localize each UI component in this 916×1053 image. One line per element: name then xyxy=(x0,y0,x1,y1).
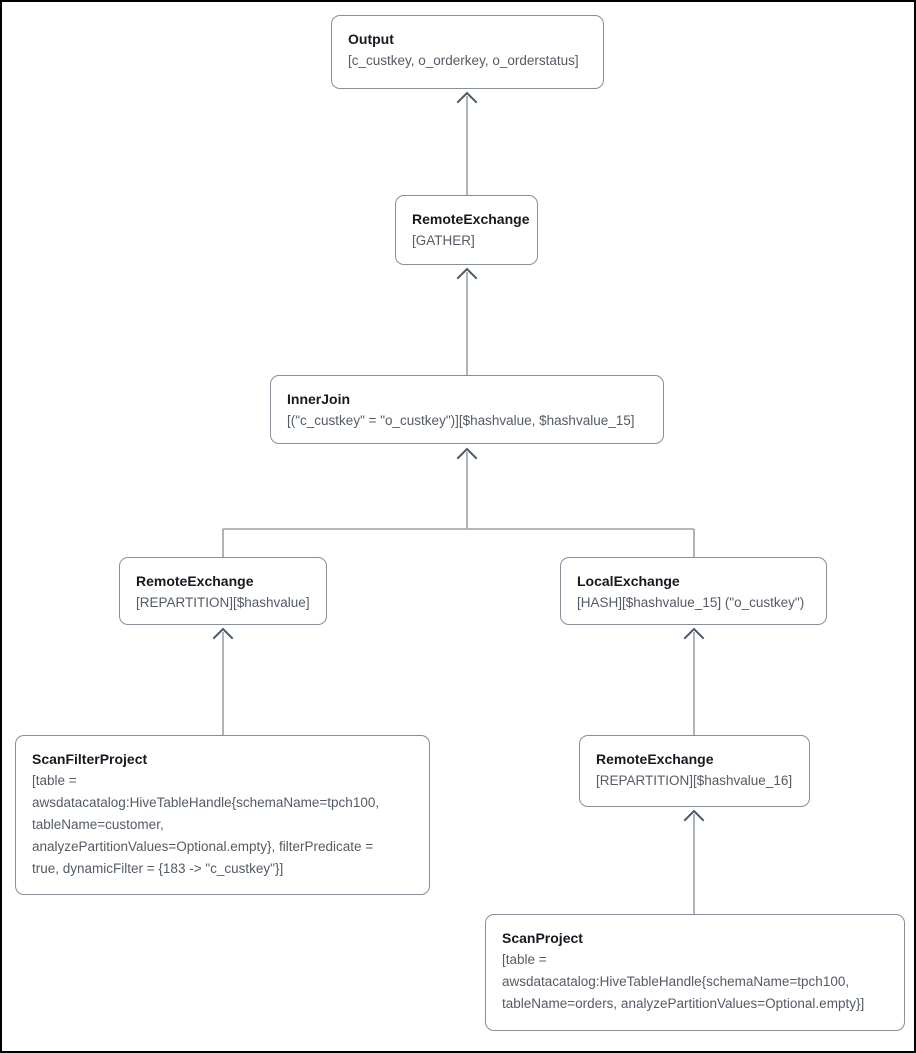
edge-gather-to-output xyxy=(456,91,478,195)
node-detail: [REPARTITION][$hashvalue_16] xyxy=(596,773,793,788)
plan-node-remote-exchange-gather: RemoteExchange [GATHER] xyxy=(395,195,538,265)
node-detail: [table = awsdatacatalog:HiveTableHandle{… xyxy=(32,773,380,876)
node-detail: [table = awsdatacatalog:HiveTableHandle{… xyxy=(502,952,865,1011)
edge-innerjoin-to-gather xyxy=(456,267,478,375)
node-detail: [GATHER] xyxy=(412,233,475,248)
node-title: ScanProject xyxy=(502,930,583,946)
plan-node-scan-filter-project: ScanFilterProject [table = awsdatacatalo… xyxy=(15,735,430,895)
edge-repartition16-to-localexchange xyxy=(683,627,705,735)
node-title: Output xyxy=(348,31,394,47)
node-title: InnerJoin xyxy=(287,391,351,407)
node-title: ScanFilterProject xyxy=(32,751,148,767)
node-title: RemoteExchange xyxy=(412,211,530,227)
plan-node-inner-join: InnerJoin [("c_custkey" = "o_custkey")][… xyxy=(270,375,664,444)
plan-node-remote-exchange-repartition: RemoteExchange [REPARTITION][$hashvalue] xyxy=(119,557,327,625)
edge-scanfilterproject-to-repartition xyxy=(212,627,234,735)
node-detail: [HASH][$hashvalue_15] ("o_custkey") xyxy=(577,595,805,610)
node-detail: [REPARTITION][$hashvalue] xyxy=(136,595,310,610)
plan-node-remote-exchange-repartition-16: RemoteExchange [REPARTITION][$hashvalue_… xyxy=(579,735,810,807)
node-detail: [("c_custkey" = "o_custkey")][$hashvalue… xyxy=(287,413,635,428)
node-title: RemoteExchange xyxy=(596,751,714,767)
node-title: LocalExchange xyxy=(577,573,680,589)
node-title: RemoteExchange xyxy=(136,573,254,589)
plan-node-local-exchange: LocalExchange [HASH][$hashvalue_15] ("o_… xyxy=(560,557,827,625)
plan-node-output: Output [c_custkey, o_orderkey, o_orderst… xyxy=(331,15,604,89)
edge-children-to-innerjoin xyxy=(222,447,695,557)
node-detail: [c_custkey, o_orderkey, o_orderstatus] xyxy=(348,53,579,68)
edge-scanproject-to-repartition16 xyxy=(683,809,705,914)
plan-node-scan-project: ScanProject [table = awsdatacatalog:Hive… xyxy=(485,914,905,1031)
